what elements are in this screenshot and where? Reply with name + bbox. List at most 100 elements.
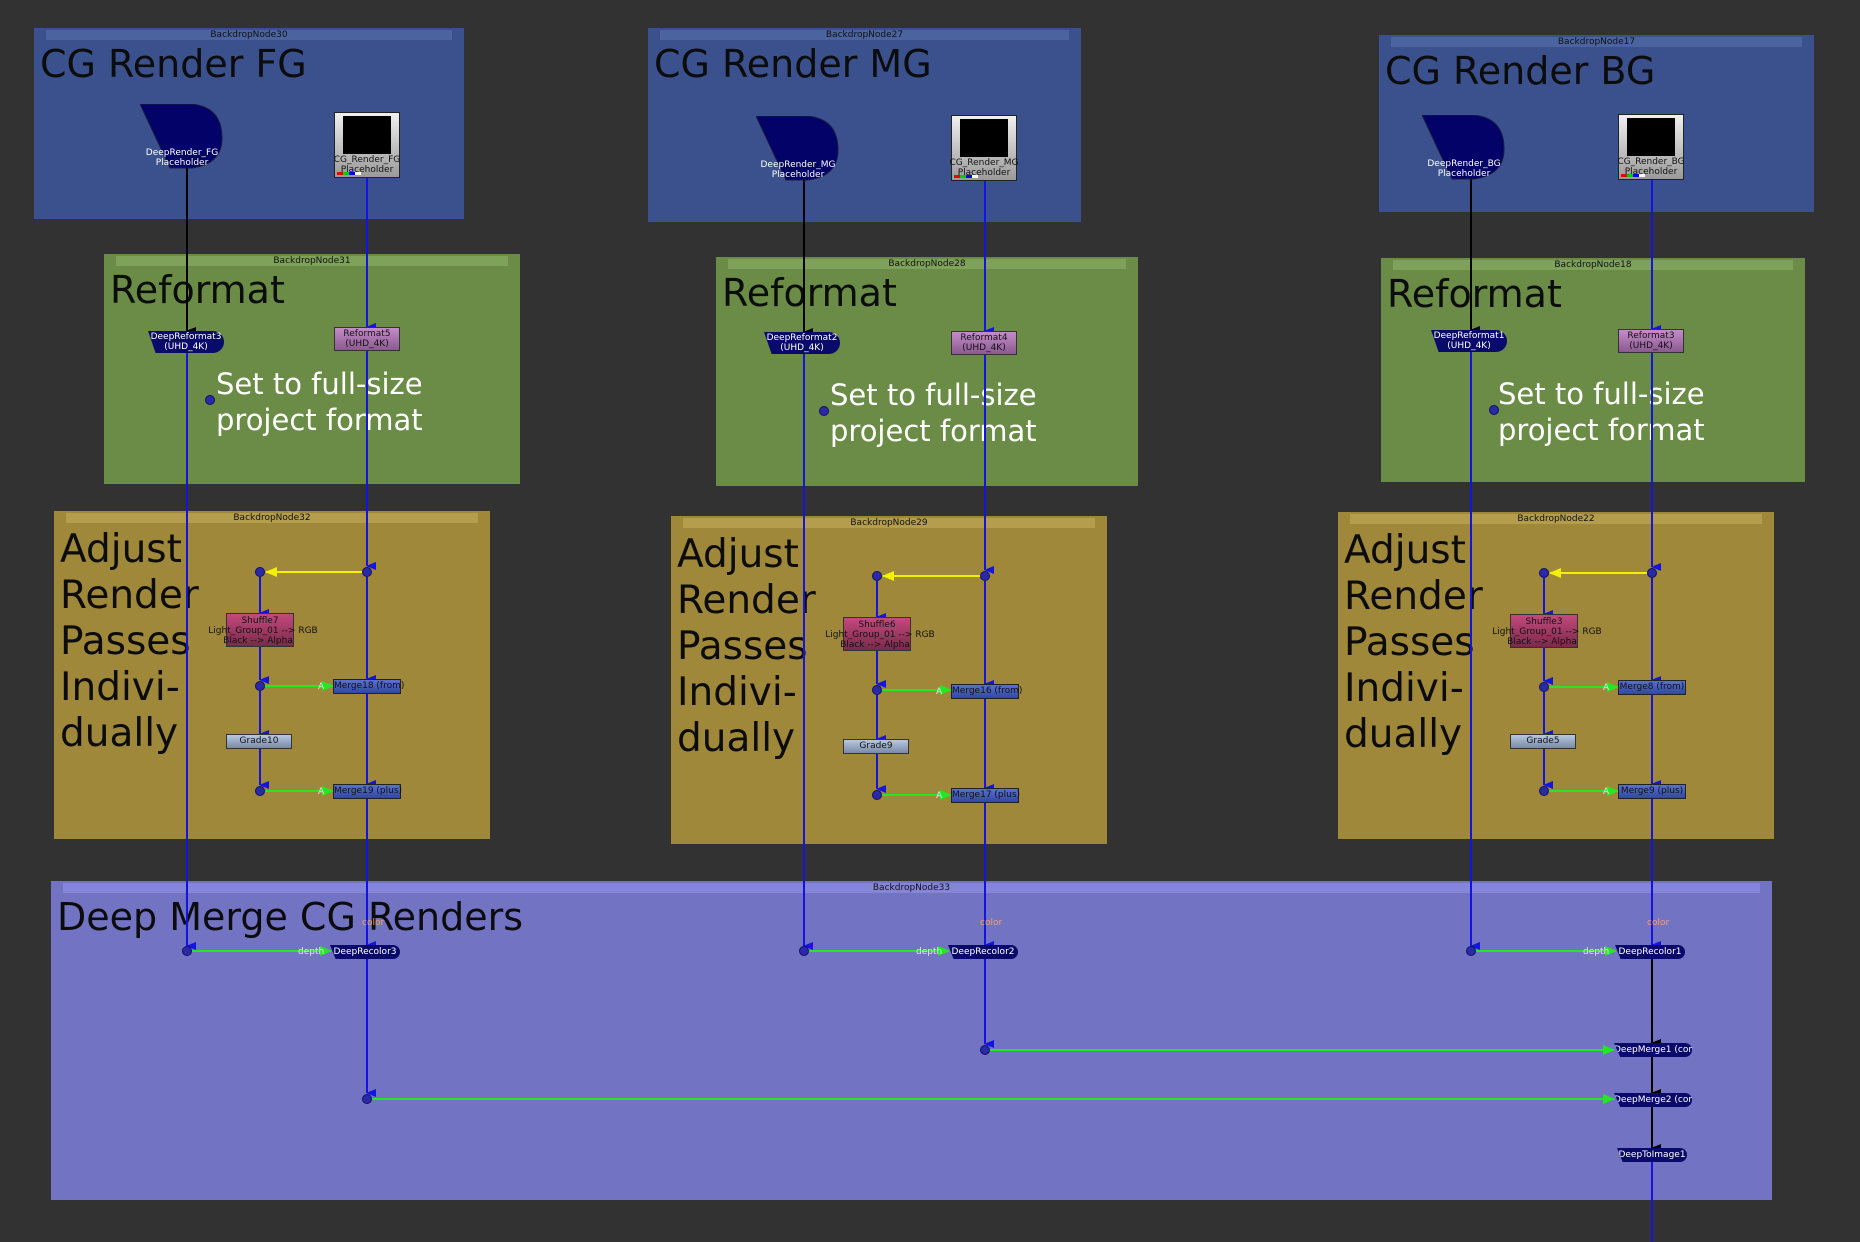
merge-plus-node-bg[interactable]: Merge9 (plus) — [1618, 784, 1686, 799]
port-label-color: color — [362, 918, 385, 928]
note-line: project format — [1498, 413, 1705, 447]
deep-merge2-node[interactable]: DeepMerge2 (combine) — [1614, 1093, 1721, 1107]
merge-plus-node-mg[interactable]: Merge17 (plus) — [951, 788, 1020, 803]
dot-node[interactable] — [872, 685, 882, 695]
note-line: Set to full-size — [1498, 377, 1705, 411]
backdrop-label: CG Render MG — [654, 42, 932, 86]
backdrop-adjust-fg[interactable]: BackdropNode32 Adjust Render Passes Indi… — [54, 511, 490, 839]
dot-node[interactable] — [362, 567, 372, 577]
deep-read-icon — [1422, 115, 1505, 180]
port-label-a: A — [936, 791, 943, 801]
deep-recolor-node-fg[interactable]: DeepRecolor3 — [330, 945, 400, 959]
deep-recolor-node-bg[interactable]: DeepRecolor1 — [1615, 945, 1685, 959]
dot-node[interactable] — [255, 567, 265, 577]
dot-node[interactable] — [819, 406, 829, 416]
backdrop-name: BackdropNode28 — [728, 259, 1126, 269]
reformat-node-mg[interactable]: Reformat4(UHD_4K) — [951, 331, 1017, 355]
reformat-node-fg[interactable]: Reformat5(UHD_4K) — [334, 327, 400, 351]
dot-node[interactable] — [872, 790, 882, 800]
dot-node[interactable] — [1647, 568, 1657, 578]
dot-node[interactable] — [205, 395, 215, 405]
grade-node-bg[interactable]: Grade5 — [1510, 734, 1576, 749]
backdrop-label: Adjust Render Passes Indivi- dually — [677, 532, 816, 762]
backdrop-adjust-mg[interactable]: BackdropNode29 Adjust Render Passes Indi… — [671, 516, 1107, 844]
backdrop-label: Adjust Render Passes Indivi- dually — [1344, 528, 1483, 758]
backdrop-reformat-mg[interactable]: BackdropNode28 Reformat Set to full-size… — [716, 257, 1138, 486]
dot-node[interactable] — [1539, 568, 1549, 578]
deep-reformat-node-bg[interactable]: DeepReformat1(UHD_4K) — [1431, 330, 1507, 352]
deep-reformat-node-mg[interactable]: DeepReformat2(UHD_4K) — [764, 332, 840, 354]
dot-node[interactable] — [980, 1045, 990, 1055]
deep-merge1-node[interactable]: DeepMerge1 (combine) — [1614, 1043, 1721, 1057]
dot-node[interactable] — [255, 786, 265, 796]
note-line: Set to full-size — [830, 378, 1037, 412]
grade-node-mg[interactable]: Grade9 — [843, 739, 909, 754]
merge-from-node-fg[interactable]: Merge18 (from) — [333, 679, 404, 694]
backdrop-name: BackdropNode32 — [66, 513, 478, 523]
grade-node-fg[interactable]: Grade10 — [226, 734, 292, 749]
port-label-depth: depth — [298, 947, 325, 957]
backdrop-label: CG Render FG — [40, 42, 307, 86]
dot-node[interactable] — [1489, 405, 1499, 415]
label-line: dually — [60, 711, 179, 756]
backdrop-adjust-bg[interactable]: BackdropNode22 Adjust Render Passes Indi… — [1338, 512, 1774, 839]
note-text: Set to full-size project format — [1498, 376, 1705, 448]
deep-read-icon — [756, 116, 839, 181]
label-line: dually — [677, 716, 796, 761]
label-line: Indivi- — [1344, 666, 1464, 711]
dot-node[interactable] — [1539, 682, 1549, 692]
backdrop-reformat-fg[interactable]: BackdropNode31 Reformat Set to full-size… — [104, 254, 520, 484]
merge-from-node-mg[interactable]: Merge16 (from) — [951, 684, 1022, 699]
note-line: project format — [216, 403, 423, 437]
reformat-node-bg[interactable]: Reformat3(UHD_4K) — [1618, 329, 1684, 353]
backdrop-deep-merge[interactable]: BackdropNode33 Deep Merge CG Renders — [51, 881, 1772, 1200]
dot-node[interactable] — [182, 946, 192, 956]
dot-node[interactable] — [1466, 946, 1476, 956]
port-label-a: A — [318, 682, 325, 692]
port-label-depth: depth — [916, 947, 943, 957]
dot-node[interactable] — [362, 1094, 372, 1104]
backdrop-reformat-bg[interactable]: BackdropNode18 Reformat Set to full-size… — [1381, 258, 1805, 482]
dot-node[interactable] — [872, 571, 882, 581]
note-line: Set to full-size — [216, 367, 423, 401]
thumbnail — [343, 116, 391, 154]
deep-to-image-node[interactable]: DeepToImage1 — [1617, 1148, 1687, 1162]
dot-node[interactable] — [255, 681, 265, 691]
dot-node[interactable] — [1539, 786, 1549, 796]
backdrop-name: BackdropNode17 — [1391, 37, 1802, 47]
merge-plus-node-fg[interactable]: Merge19 (plus) — [333, 784, 402, 799]
port-label-a: A — [1603, 787, 1610, 797]
port-label-a: A — [1603, 683, 1610, 693]
deep-reformat-node-fg[interactable]: DeepReformat3(UHD_4K) — [148, 331, 224, 353]
dot-node[interactable] — [980, 571, 990, 581]
backdrop-name: BackdropNode31 — [116, 256, 508, 266]
label-line: Passes — [677, 624, 808, 669]
port-label-color: color — [980, 918, 1003, 928]
backdrop-name: BackdropNode29 — [683, 518, 1095, 528]
merge-from-node-bg[interactable]: Merge8 (from) — [1618, 680, 1686, 695]
label-line: Render — [1344, 574, 1483, 619]
thumbnail — [1627, 118, 1675, 156]
backdrop-label: Adjust Render Passes Indivi- dually — [60, 527, 199, 757]
backdrop-label: Deep Merge CG Renders — [57, 895, 524, 939]
deep-recolor-node-mg[interactable]: DeepRecolor2 — [948, 945, 1018, 959]
channel-chips — [337, 172, 361, 175]
label-line: Adjust — [677, 532, 799, 577]
backdrop-label: Reformat — [722, 271, 897, 315]
dot-node[interactable] — [799, 946, 809, 956]
